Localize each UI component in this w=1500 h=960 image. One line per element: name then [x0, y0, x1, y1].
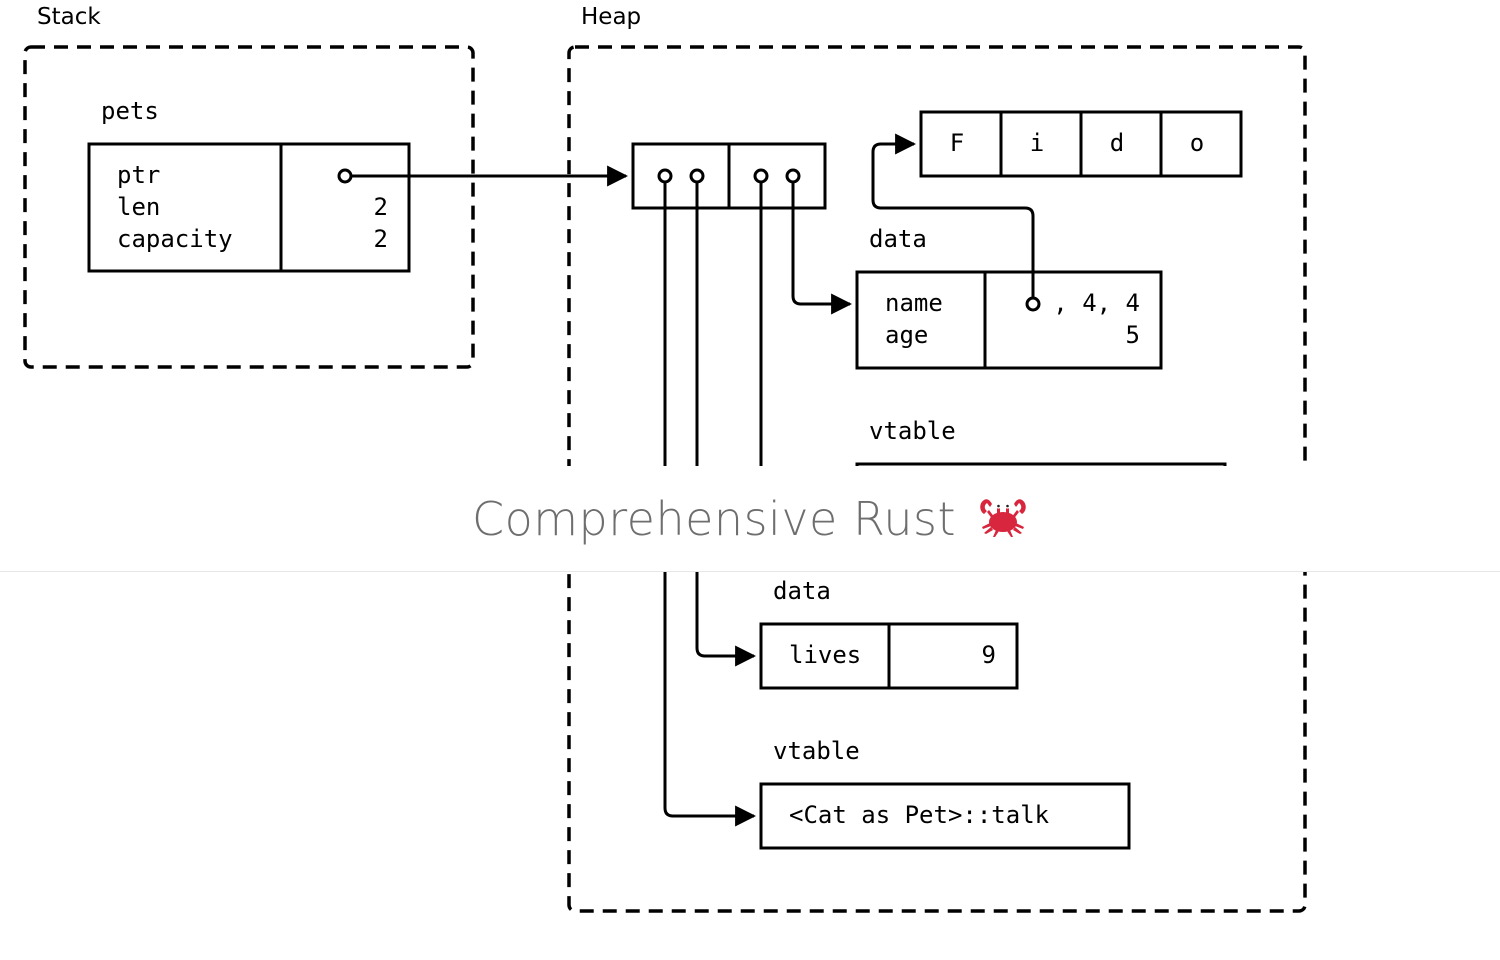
stack-label: Stack — [37, 4, 101, 30]
vec-ptr-dot — [337, 168, 353, 184]
dog-data-box — [855, 270, 1163, 370]
string-char-3: d — [1110, 129, 1124, 157]
cat-lives-value: 9 — [982, 641, 996, 669]
vec-struct-box — [87, 142, 411, 273]
cat-vtable-ptr-dot — [657, 168, 673, 184]
cat-data-ptr-arrow — [695, 176, 757, 667]
vec-capacity-value: 2 — [374, 225, 388, 253]
vec-len-value: 2 — [374, 193, 388, 221]
cat-vtable-entry-talk: <Cat as Pet>::talk — [789, 801, 1050, 829]
vec-field-capacity: capacity — [117, 225, 233, 253]
stack-var-name: pets — [101, 97, 159, 125]
cat-data-label: data — [773, 577, 831, 605]
crab-icon — [978, 494, 1028, 543]
cat-vtable-box — [759, 782, 1131, 850]
dog-vtable-label: vtable — [869, 417, 956, 445]
dog-vtable-ptr-dot — [753, 168, 769, 184]
stack-frame — [23, 45, 475, 369]
dog-age-value: 5 — [1126, 321, 1140, 349]
string-char-2: i — [1030, 129, 1044, 157]
cat-vtable-ptr-arrow — [663, 176, 757, 827]
dog-data-ptr-arrow — [791, 176, 853, 315]
dog-data-label: data — [869, 225, 927, 253]
cat-field-lives: lives — [789, 641, 861, 669]
name-string-ptr-arrow — [871, 133, 1035, 304]
dog-name-value: , 4, 4 — [1053, 289, 1140, 317]
name-string-ptr-dot — [1025, 296, 1041, 312]
dog-field-age: age — [885, 321, 928, 349]
cat-data-ptr-dot — [689, 168, 705, 184]
title-banner: Comprehensive Rust — [0, 466, 1500, 572]
string-char-4: o — [1190, 129, 1204, 157]
vec-field-ptr: ptr — [117, 161, 160, 189]
heap-label: Heap — [581, 4, 641, 30]
site-title[interactable]: Comprehensive Rust — [471, 491, 957, 546]
string-char-1: F — [950, 129, 964, 157]
vec-field-len: len — [117, 193, 160, 221]
dog-field-name: name — [885, 289, 943, 317]
dog-data-ptr-dot — [785, 168, 801, 184]
cat-vtable-label: vtable — [773, 737, 860, 765]
